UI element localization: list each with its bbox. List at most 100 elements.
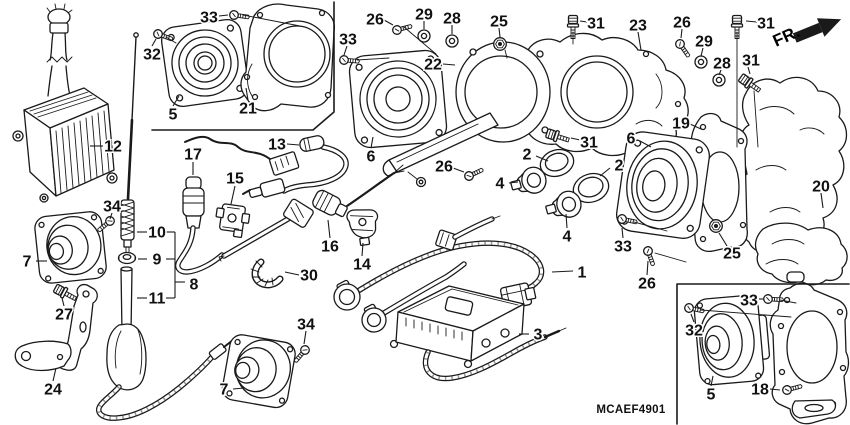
callout-leader-line [535, 155, 549, 162]
part-callout-27: 27 [55, 307, 73, 324]
part-callout-20: 20 [812, 179, 830, 196]
part-callout-14: 14 [353, 257, 371, 274]
callout-leader-line [361, 242, 364, 257]
callout-leader-line [747, 66, 751, 75]
part-callout-33: 33 [614, 239, 632, 256]
callout-leader-line [508, 181, 519, 184]
part-callout-31: 31 [580, 135, 598, 152]
part-callout-8: 8 [190, 277, 199, 294]
part-callout-16: 16 [321, 239, 339, 256]
part-callout-19: 19 [672, 116, 690, 133]
door-speaker-7-bottom-drawing [221, 334, 296, 409]
part-callout-11: 11 [149, 291, 166, 308]
callout-leader-line [218, 14, 229, 17]
radio-tuner-unit-12-drawing [12, 3, 118, 203]
callout-leader-line [646, 260, 649, 276]
callout-leader-line [303, 330, 307, 345]
assembly-axis-lines [165, 14, 797, 318]
washer-29b-icon [694, 55, 708, 69]
callout-leader-line [286, 143, 300, 146]
part-callout-26: 26 [673, 15, 691, 32]
part-callout-26: 26 [435, 159, 453, 176]
part-callout-26: 26 [638, 276, 656, 293]
tweeter-ring-2a-drawing [539, 148, 575, 178]
callout-leader-line [551, 270, 574, 273]
callout-leader-line [232, 387, 245, 390]
nut-25a-icon [493, 37, 507, 51]
callout-leader-line [718, 232, 728, 247]
washer-28a-icon [445, 34, 459, 48]
part-callout-18: 18 [751, 382, 769, 399]
callout-leader-line [284, 271, 300, 276]
callout-leader-line [639, 140, 652, 148]
inset-border-top-left [151, 1, 335, 131]
callout-leader-line [151, 38, 157, 47]
part-callout-17: 17 [184, 147, 202, 164]
part-callout-7: 7 [220, 382, 229, 399]
part-callout-33: 33 [200, 10, 218, 27]
fr-direction-arrow-icon [792, 18, 842, 43]
part-callout-3: 3 [534, 327, 543, 344]
callout-leader-line [245, 87, 249, 101]
callout-leader-line [690, 313, 695, 323]
part-callout-33: 33 [339, 32, 357, 49]
callout-leader-line [599, 167, 611, 177]
part-callout-1: 1 [578, 265, 587, 282]
part-callout-7: 7 [23, 254, 32, 271]
part-callout-6: 6 [367, 149, 376, 166]
part-callout-31: 31 [757, 16, 775, 33]
part-callout-6: 6 [627, 131, 636, 148]
part-callout-2: 2 [615, 158, 624, 175]
callout-leader-line [565, 213, 568, 229]
power-plug-17-drawing [175, 176, 225, 275]
part-callout-30: 30 [300, 268, 318, 285]
adapter-plate-21-drawing [240, 3, 336, 112]
grommet-16-drawing [218, 164, 427, 262]
speaker-6-right-drawing [615, 131, 710, 239]
antenna-subcord-13-drawing [184, 135, 349, 199]
tweeter-4a-drawing [510, 166, 547, 194]
part-callout-28: 28 [713, 56, 731, 73]
callout-leader-line [172, 95, 180, 107]
callout-leader-line [109, 212, 113, 220]
callout-leader-line [637, 31, 642, 51]
callout-leader-line [769, 388, 781, 391]
door-speaker-7-left-drawing [34, 211, 107, 284]
antenna-base-and-cable-drawing [96, 323, 240, 421]
diagram-code: MCAEF4901 [596, 404, 665, 416]
callout-leader-line [579, 20, 588, 23]
callout-leader-line [700, 47, 704, 57]
part-callout-29: 29 [415, 7, 433, 24]
part-callout-4: 4 [563, 229, 572, 246]
part-callout-23: 23 [629, 18, 647, 35]
callout-leader-line [61, 297, 65, 307]
speaker-5-bottom-right-drawing [693, 294, 771, 386]
callout-leader-line [745, 20, 758, 23]
part-callout-28: 28 [443, 11, 461, 28]
callout-leader-line [230, 185, 236, 205]
part-callout-2: 2 [523, 147, 532, 164]
callout-leader-line [327, 219, 331, 239]
callout-leader-line [498, 27, 501, 38]
callout-leader-line [383, 19, 394, 26]
part-callout-32: 32 [685, 323, 703, 340]
cable-clip-30-drawing [250, 258, 284, 289]
part-callout-31: 31 [742, 53, 760, 70]
part-callout-33: 33 [740, 293, 758, 310]
callout-leader-line [680, 28, 683, 39]
part-callout-12: 12 [104, 139, 122, 156]
part-callout-15: 15 [226, 171, 244, 188]
tweeter-4b-drawing [545, 190, 582, 218]
callout-leader-line [621, 227, 624, 239]
part-callout-25: 25 [723, 246, 741, 263]
harness-clamp-14-drawing [346, 209, 379, 247]
callout-leader-line [710, 375, 714, 387]
part-callout-34: 34 [103, 199, 121, 216]
part-callout-32: 32 [143, 47, 161, 64]
part-callout-29: 29 [695, 34, 713, 51]
callout-leader-line [343, 45, 348, 56]
speaker-5-top-left-drawing [160, 18, 250, 108]
